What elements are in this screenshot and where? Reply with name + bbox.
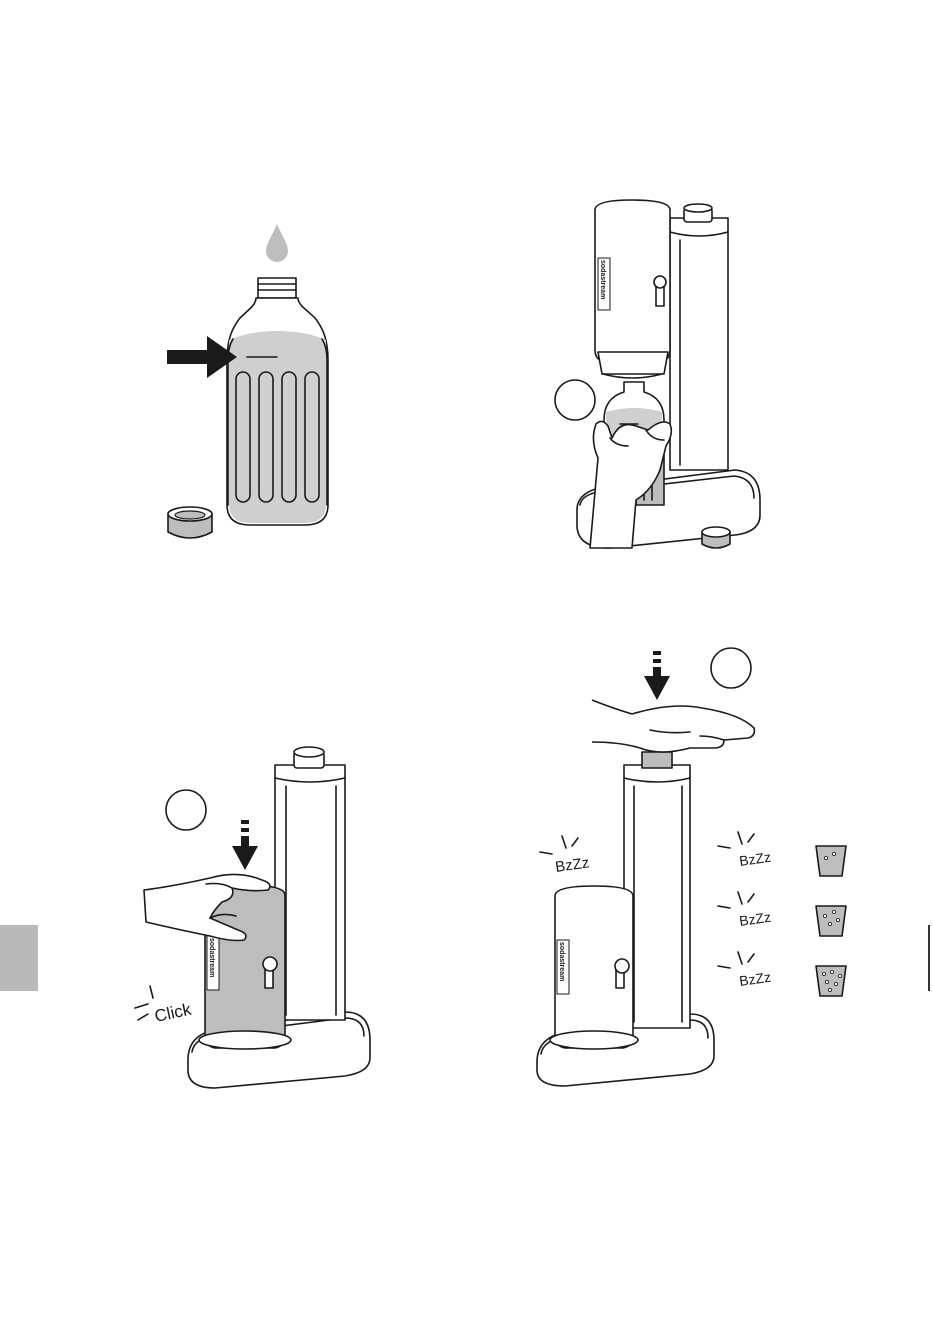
arrow-down-icon [232, 820, 258, 870]
bzzz-sound-label: BzZz [738, 909, 772, 929]
step-marker [555, 380, 595, 420]
bottle-cap [168, 507, 212, 538]
brand-label: sodastream [208, 938, 215, 977]
bubble-cup-icon [816, 906, 846, 936]
bubble-cup-icon [816, 966, 846, 996]
step-marker [711, 648, 751, 688]
click-sound-label: Click [153, 1000, 193, 1026]
water-drop-icon [266, 224, 288, 262]
bottle-cap [702, 527, 730, 548]
step-insert-bottle: sodastream [555, 200, 760, 548]
arrow-down-icon [644, 651, 670, 700]
step-marker [166, 790, 206, 830]
step-lock-bottle: sodastream Click [135, 747, 370, 1088]
step-carbonate: sodastream BzZz BzZz [537, 648, 846, 1086]
bubble-cup-icon [816, 846, 846, 876]
brand-label: sodastream [558, 942, 565, 981]
bzzz-sound-label: BzZz [738, 969, 772, 989]
bzzz-sound-label: BzZz [554, 854, 590, 876]
brand-label: sodastream [599, 260, 606, 299]
bzzz-sound-label: BzZz [738, 849, 772, 869]
step-fill-bottle [167, 224, 328, 538]
